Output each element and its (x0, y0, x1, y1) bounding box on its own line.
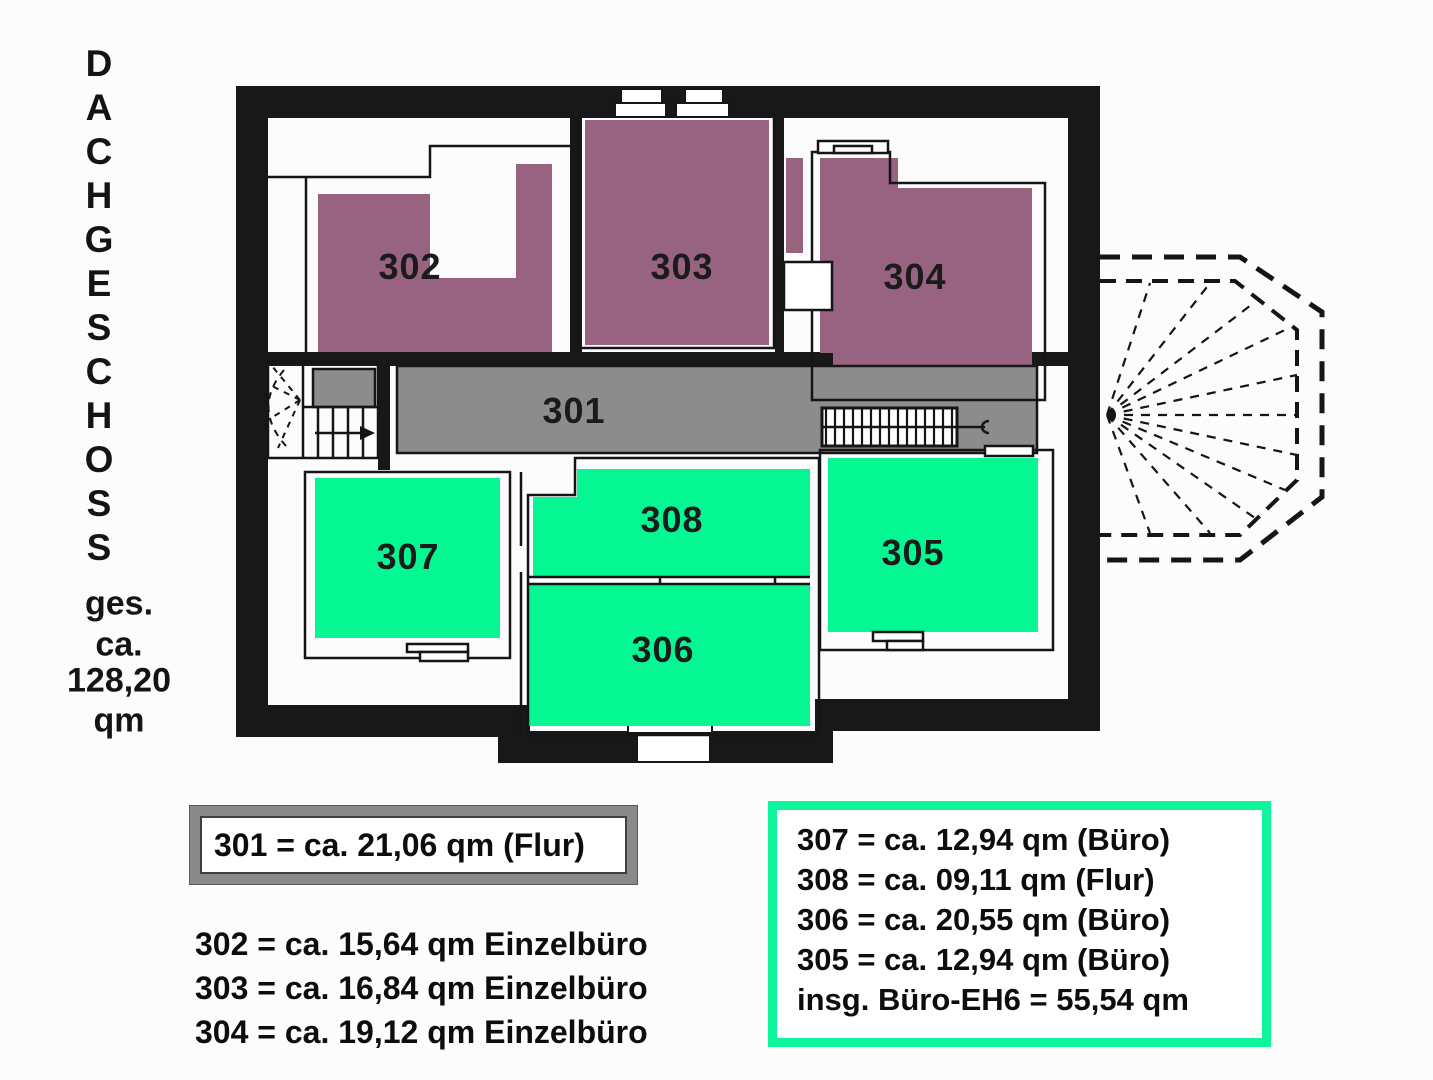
legend-buero-box: 307 = ca. 12,94 qm (Büro) 308 = ca. 09,1… (768, 801, 1271, 1047)
title-letter: A (85, 87, 113, 128)
legend-buero-line: 308 = ca. 09,11 qm (Flur) (797, 862, 1155, 897)
title-letter: S (86, 527, 112, 568)
room-label-307: 307 (376, 536, 440, 577)
chimney-openings (614, 88, 730, 118)
wall-302-303 (570, 118, 582, 352)
room-label-302: 302 (378, 246, 442, 287)
room-label-303: 303 (650, 246, 714, 287)
stairs-right (820, 406, 990, 448)
title-letter: O (84, 439, 114, 480)
stairs-left-arrow (360, 426, 375, 440)
total-area-line: ca. (95, 625, 143, 664)
room-304-closet-strip (786, 158, 803, 253)
legend-buero-line: insg. Büro-EH6 = 55,54 qm (797, 982, 1189, 1017)
room-306-fill (528, 584, 810, 726)
title-letter: E (86, 263, 112, 304)
total-area-line: qm (93, 701, 145, 740)
legend-einzelbuero-line: 302 = ca. 15,64 qm Einzelbüro (195, 926, 648, 962)
room-outlines (268, 118, 1055, 737)
room-label-301: 301 (542, 390, 606, 431)
title-letter: H (85, 175, 113, 216)
wall-stairwell-right (378, 362, 390, 470)
room-label-305: 305 (881, 532, 945, 573)
room-302-fill (318, 164, 552, 352)
legend-flur-box: 301 = ca. 21,06 qm (Flur) (190, 806, 637, 884)
stairs-left (266, 360, 380, 460)
title-letter: S (86, 307, 112, 348)
total-area-line: 128,20 (67, 661, 171, 700)
room-304-fill (820, 158, 1032, 393)
legend-buero-line: 305 = ca. 12,94 qm (Büro) (797, 942, 1171, 977)
room-307-fill (315, 478, 500, 638)
legend-einzelbuero-block: 302 = ca. 15,64 qm Einzelbüro 303 = ca. … (195, 922, 648, 1054)
legend-einzelbuero-line: 303 = ca. 16,84 qm Einzelbüro (195, 970, 648, 1006)
balcony-outline (1100, 254, 1325, 563)
wall-303-304 (775, 118, 784, 352)
title-letter: H (85, 395, 113, 436)
room-label-308: 308 (640, 499, 704, 540)
room-label-304: 304 (883, 256, 947, 297)
room-305-fill (828, 458, 1038, 632)
room-308-fill (533, 469, 810, 577)
title-letter: C (85, 131, 113, 172)
total-area-line: ges. (84, 584, 154, 623)
title-letter: D (85, 43, 113, 84)
balcony-roof-rays (1105, 282, 1298, 534)
landing-gray-fill (311, 367, 377, 409)
legend-buero-line: 306 = ca. 20,55 qm (Büro) (797, 902, 1171, 937)
title-letter: G (84, 219, 114, 260)
title-letter: S (86, 483, 112, 524)
legend-buero-line: 307 = ca. 12,94 qm (Büro) (797, 822, 1171, 857)
room-303-fill (585, 120, 769, 345)
room-label-306: 306 (631, 629, 695, 670)
title-letter: C (85, 351, 113, 392)
legend-flur-text: 301 = ca. 21,06 qm (Flur) (214, 826, 585, 863)
legend-einzelbuero-line: 304 = ca. 19,12 qm Einzelbüro (195, 1014, 648, 1050)
